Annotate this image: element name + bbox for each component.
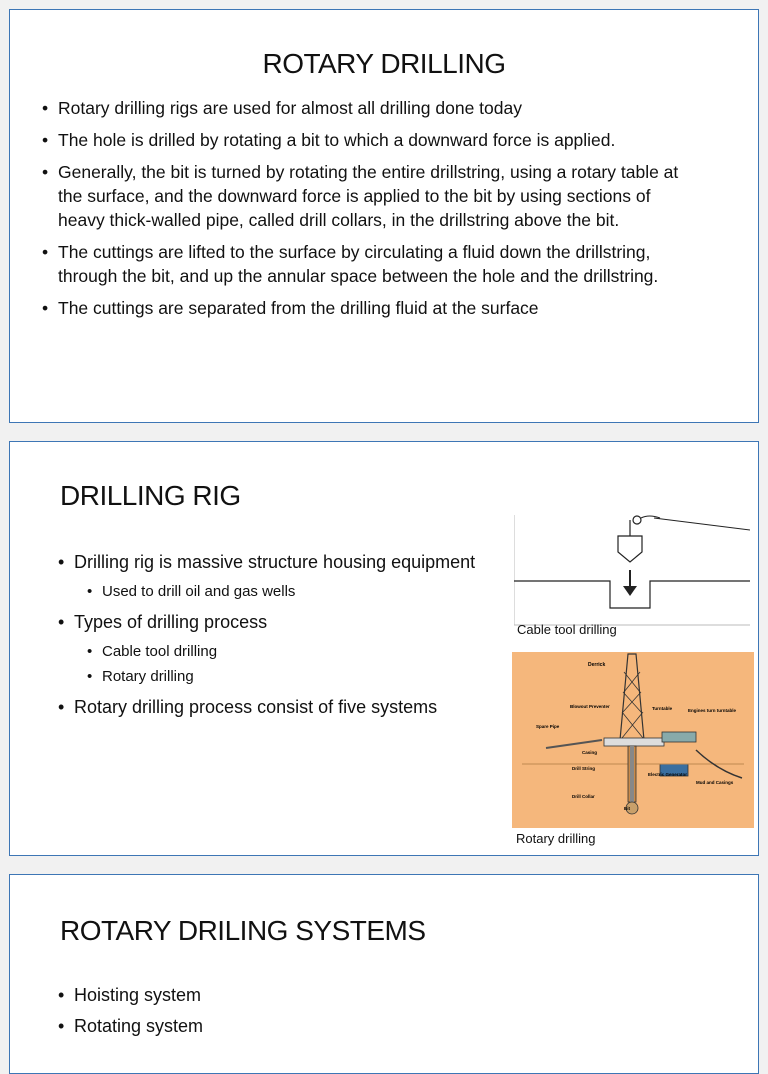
label-drill-collar: Drill Collar <box>572 794 595 799</box>
bullet-item: The cuttings are separated from the dril… <box>36 296 696 320</box>
slide-title: ROTARY DRILLING <box>262 48 506 79</box>
bullet-item: Rotary drilling rigs are used for almost… <box>36 96 696 120</box>
figure-caption: Rotary drilling <box>516 831 596 846</box>
slide-rotary-drilling: ROTARY DRILLING Rotary drilling rigs are… <box>9 9 759 423</box>
label-blowout-preventer: Blowout Preventer <box>570 704 610 709</box>
label-spare-pipe: Spare Pipe <box>536 724 560 729</box>
bullet-list: Hoisting system Rotating system <box>56 983 203 1045</box>
bullet-list: Rotary drilling rigs are used for almost… <box>36 96 696 328</box>
label-casing: Casing <box>582 750 597 755</box>
bullet-text: Types of drilling process <box>74 612 268 632</box>
slide-drilling-rig: DRILLING RIG Drilling rig is massive str… <box>9 441 759 856</box>
bullet-list: Drilling rig is massive structure housin… <box>56 550 496 726</box>
sub-bullet-list: Used to drill oil and gas wells <box>74 579 496 604</box>
bullet-text: Rotary drilling process consist of five … <box>74 697 438 717</box>
bullet-item: Drilling rig is massive structure housin… <box>56 550 496 604</box>
bullet-text: Drilling rig is massive structure housin… <box>74 552 476 572</box>
label-engines: Engines turn turntable <box>688 708 736 713</box>
sub-bullet-item: Used to drill oil and gas wells <box>74 579 496 604</box>
bullet-item: Types of drilling process Cable tool dri… <box>56 610 496 689</box>
label-turntable: Turntable <box>652 706 673 711</box>
sub-bullet-list: Cable tool drilling Rotary drilling <box>74 639 496 689</box>
slide-title: DRILLING RIG <box>60 480 241 511</box>
bullet-item: The cuttings are lifted to the surface b… <box>36 240 696 288</box>
label-mud-and-casings: Mud and Casings <box>696 780 734 785</box>
sub-bullet-item: Rotary drilling <box>74 664 496 689</box>
slide-rotary-drilling-systems: ROTARY DRILING SYSTEMS Hoisting system R… <box>9 874 759 1074</box>
rotary-drilling-figure: Derrick Blowout Preventer Turntable Engi… <box>512 652 754 828</box>
figure-caption: Cable tool drilling <box>517 622 617 637</box>
sub-bullet-item: Cable tool drilling <box>74 639 496 664</box>
slide-title: ROTARY DRILING SYSTEMS <box>60 915 426 946</box>
label-bit: Bit <box>624 806 631 811</box>
label-derrick: Derrick <box>588 662 605 668</box>
bullet-item: Rotating system <box>56 1014 203 1039</box>
bullet-item: Generally, the bit is turned by rotating… <box>36 160 696 232</box>
bullet-item: Hoisting system <box>56 983 203 1008</box>
bullet-item: The hole is drilled by rotating a bit to… <box>36 128 696 152</box>
label-drill-string: Drill String <box>572 766 595 771</box>
bullet-item: Rotary drilling process consist of five … <box>56 695 496 720</box>
cable-tool-drilling-figure <box>514 514 750 626</box>
label-electric-generator: Electric Generator <box>648 772 687 777</box>
